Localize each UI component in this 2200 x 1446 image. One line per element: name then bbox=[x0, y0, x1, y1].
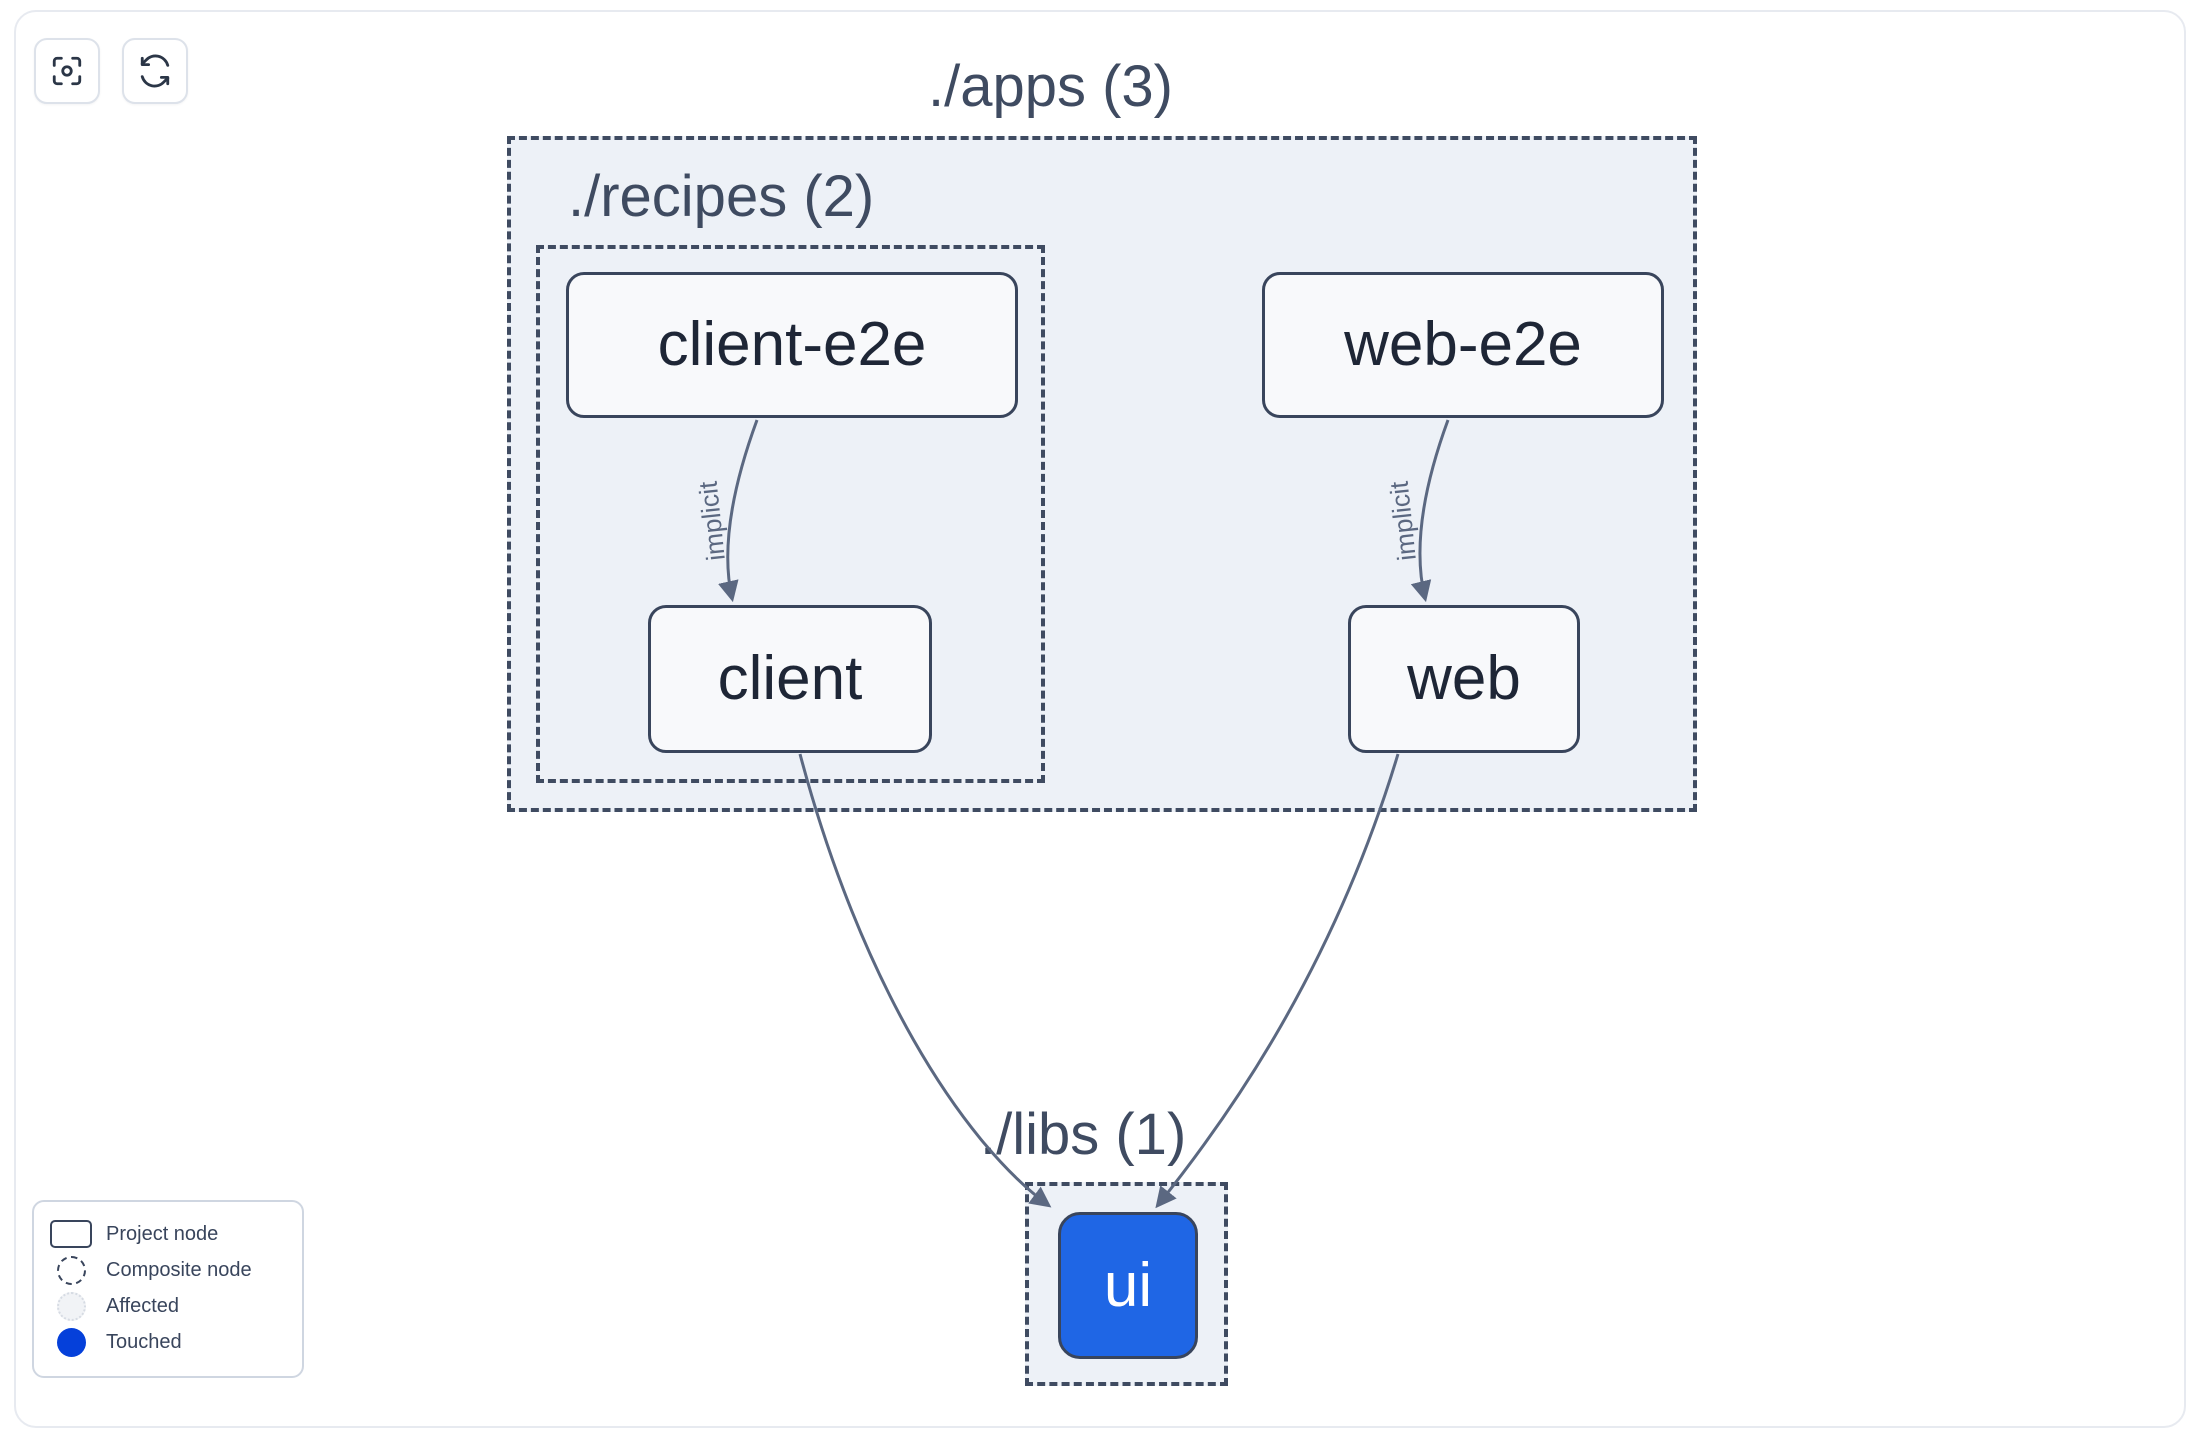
graph-toolbar bbox=[34, 38, 188, 104]
legend-item-label: Touched bbox=[106, 1331, 182, 1353]
project-node-web-e2e[interactable]: web-e2e bbox=[1262, 272, 1664, 418]
project-node-label: client-e2e bbox=[657, 310, 927, 379]
graph-legend: Project node Composite node Affected Tou… bbox=[32, 1200, 304, 1378]
edge-label-implicit-web: implicit bbox=[1383, 479, 1422, 563]
project-node-label: client bbox=[717, 644, 863, 713]
composite-node-swatch bbox=[50, 1255, 92, 1285]
touched-swatch bbox=[50, 1327, 92, 1357]
project-node-ui[interactable]: ui bbox=[1058, 1212, 1198, 1359]
project-node-label: web-e2e bbox=[1344, 310, 1582, 379]
project-node-client[interactable]: client bbox=[648, 605, 932, 753]
legend-item-touched: Touched bbox=[50, 1324, 286, 1360]
legend-item-composite-node: Composite node bbox=[50, 1252, 286, 1288]
focus-target-icon bbox=[50, 54, 84, 88]
group-label-libs: ./libs (1) bbox=[980, 1102, 1187, 1167]
project-node-label: ui bbox=[1103, 1250, 1153, 1320]
legend-item-label: Composite node bbox=[106, 1259, 252, 1281]
group-label-apps: ./apps (3) bbox=[928, 54, 1173, 119]
project-node-web[interactable]: web bbox=[1348, 605, 1580, 753]
project-node-client-e2e[interactable]: client-e2e bbox=[566, 272, 1018, 418]
group-label-recipes: ./recipes (2) bbox=[568, 164, 875, 229]
legend-item-project-node: Project node bbox=[50, 1216, 286, 1252]
focus-graph-button[interactable] bbox=[34, 38, 100, 104]
affected-swatch bbox=[50, 1291, 92, 1321]
legend-item-affected: Affected bbox=[50, 1288, 286, 1324]
project-node-swatch bbox=[50, 1219, 92, 1249]
edge-web-to-ui bbox=[1155, 753, 1400, 1209]
refresh-sync-icon bbox=[138, 54, 172, 88]
legend-item-label: Affected bbox=[106, 1295, 180, 1317]
edge-label-implicit-client: implicit bbox=[692, 479, 731, 563]
legend-item-label: Project node bbox=[106, 1223, 219, 1245]
refresh-graph-button[interactable] bbox=[122, 38, 188, 104]
project-node-label: web bbox=[1407, 644, 1521, 713]
